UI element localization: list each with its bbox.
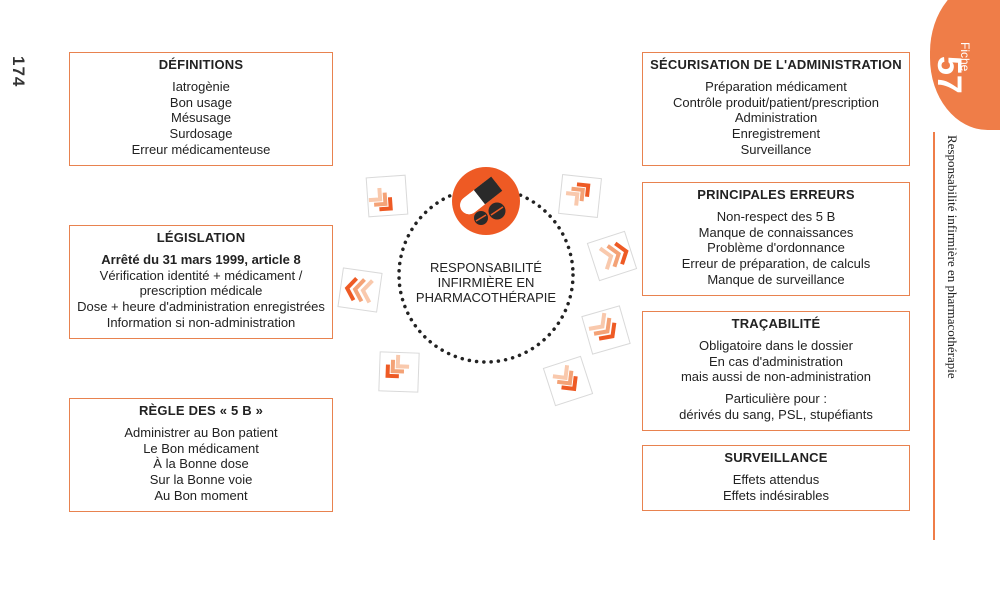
regle-5b-item: Administrer au Bon patient bbox=[124, 424, 278, 440]
erreurs-item: Manque de surveillance bbox=[707, 271, 845, 287]
regle-5b-item: Le Bon médicament bbox=[143, 440, 259, 456]
chevrons-icon bbox=[598, 241, 629, 270]
center-title-line: PHARMACOTHÉRAPIE bbox=[415, 290, 557, 305]
chevrons-icon bbox=[344, 277, 374, 304]
arrow-to-erreurs bbox=[586, 230, 638, 282]
legislation-box: LÉGISLATION Arrêté du 31 mars 1999, arti… bbox=[69, 225, 333, 339]
regle-5b-box: RÈGLE DES « 5 B » Administrer au Bon pat… bbox=[69, 398, 333, 512]
definitions-item: Erreur médicamenteuse bbox=[131, 141, 271, 157]
legislation-item: Vérification identité + médicament / bbox=[99, 267, 303, 283]
regle-5b-item: À la Bonne dose bbox=[153, 456, 249, 472]
center-title-line: INFIRMIÈRE EN bbox=[437, 275, 535, 290]
surveillance-title: SURVEILLANCE bbox=[724, 450, 828, 465]
chevrons-icon bbox=[368, 187, 393, 212]
securisation-item: Administration bbox=[734, 110, 818, 126]
arrow-to-tracabilite bbox=[581, 305, 631, 355]
securisation-item: Surveillance bbox=[740, 141, 812, 157]
regle-5b-title: RÈGLE DES « 5 B » bbox=[138, 403, 264, 418]
securisation-item: Contrôle produit/patient/prescription bbox=[673, 94, 879, 110]
arrow-to-legislation bbox=[337, 267, 383, 313]
fiche-number: 57 bbox=[930, 56, 968, 94]
securisation-item: Enregistrement bbox=[731, 126, 821, 142]
side-divider bbox=[933, 132, 935, 540]
securisation-item: Préparation médicament bbox=[705, 78, 847, 94]
page-number: 174 bbox=[9, 56, 28, 88]
legislation-item: Dose + heure d'administration enregistré… bbox=[77, 299, 325, 315]
legislation-title: LÉGISLATION bbox=[156, 230, 246, 245]
regle-5b-item: Sur la Bonne voie bbox=[149, 472, 253, 488]
securisation-box: SÉCURISATION DE L'ADMINISTRATION Prépara… bbox=[642, 52, 910, 166]
surveillance-item: Effets indésirables bbox=[723, 487, 829, 503]
chevrons-icon bbox=[588, 312, 617, 341]
arrow-to-regle bbox=[378, 351, 420, 393]
erreurs-item: Problème d'ordonnance bbox=[707, 240, 845, 256]
tracabilite-box: TRAÇABILITÉ Obligatoire dans le dossier … bbox=[642, 311, 910, 431]
chevrons-icon bbox=[552, 364, 578, 392]
arrow-to-surveillance bbox=[542, 355, 594, 407]
legislation-item: prescription médicale bbox=[139, 283, 263, 299]
chevrons-icon bbox=[565, 182, 591, 206]
tracabilite-item: mais aussi de non-administration bbox=[680, 369, 872, 385]
definitions-item: Bon usage bbox=[169, 94, 233, 110]
tracabilite-title: TRAÇABILITÉ bbox=[731, 316, 821, 331]
side-title: Responsabilité infirmière en pharmacothé… bbox=[945, 135, 960, 379]
arrow-to-definitions bbox=[365, 174, 409, 218]
legislation-subtitle: Arrêté du 31 mars 1999, article 8 bbox=[101, 251, 301, 267]
erreurs-box: PRINCIPALES ERREURS Non-respect des 5 B … bbox=[642, 182, 910, 296]
surveillance-box: SURVEILLANCE Effets attendus Effets indé… bbox=[642, 445, 910, 511]
definitions-item: Mésusage bbox=[171, 110, 231, 126]
definitions-item: Iatrogènie bbox=[172, 78, 230, 94]
definitions-item: Surdosage bbox=[169, 126, 233, 142]
erreurs-title: PRINCIPALES ERREURS bbox=[697, 187, 855, 202]
erreurs-item: Non-respect des 5 B bbox=[716, 208, 836, 224]
definitions-title: DÉFINITIONS bbox=[158, 57, 244, 72]
definitions-box: DÉFINITIONS Iatrogènie Bon usage Mésusag… bbox=[69, 52, 333, 166]
tracabilite-item: dérivés du sang, PSL, stupéfiants bbox=[679, 406, 873, 422]
center-title: RESPONSABILITÉ INFIRMIÈRE EN PHARMACOTHÉ… bbox=[400, 260, 572, 305]
erreurs-item: Manque de connaissances bbox=[698, 224, 854, 240]
center-title-line: RESPONSABILITÉ bbox=[430, 260, 542, 275]
erreurs-item: Erreur de préparation, de calculs bbox=[681, 256, 871, 272]
arrow-to-securisation bbox=[558, 174, 602, 218]
surveillance-item: Effets attendus bbox=[732, 471, 820, 487]
securisation-title: SÉCURISATION DE L'ADMINISTRATION bbox=[650, 57, 902, 72]
center-diagram bbox=[397, 167, 575, 364]
regle-5b-item: Au Bon moment bbox=[154, 487, 248, 503]
tracabilite-item: Obligatoire dans le dossier bbox=[699, 337, 853, 353]
tracabilite-item: En cas d'administration bbox=[709, 353, 843, 369]
legislation-item: Information si non-administration bbox=[106, 314, 296, 330]
chevrons-icon bbox=[385, 354, 410, 379]
tracabilite-item: Particulière pour : bbox=[725, 391, 827, 407]
pill-icon bbox=[452, 167, 520, 235]
